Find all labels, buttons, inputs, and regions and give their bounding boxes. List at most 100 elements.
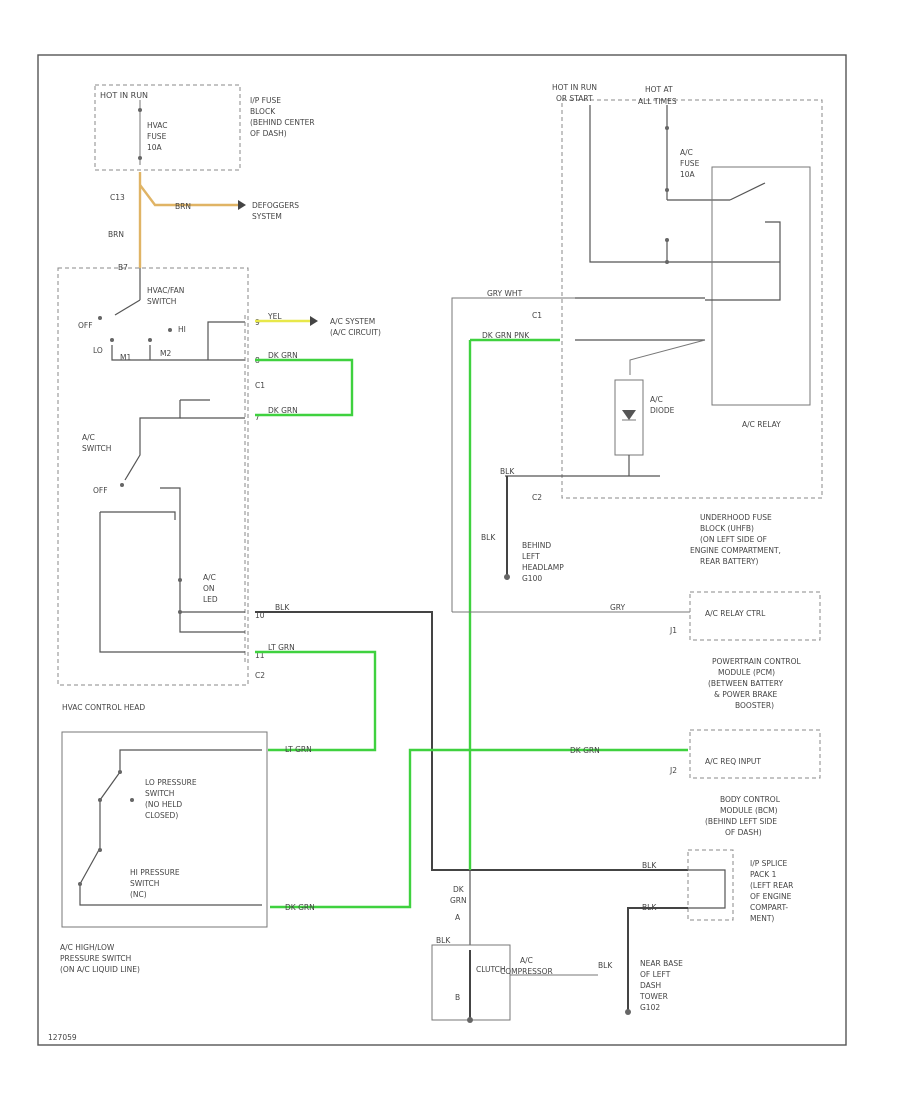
svg-text:NEAR BASE: NEAR BASE <box>640 959 683 968</box>
svg-text:BLK: BLK <box>642 861 657 870</box>
underhood-fuse-block: HOT IN RUN OR START HOT AT ALL TIMES A/C… <box>451 83 823 870</box>
dkgrn-jumper: DK GRN DK GRN <box>255 351 354 417</box>
svg-text:SWITCH: SWITCH <box>145 789 174 798</box>
svg-text:B: B <box>455 993 460 1002</box>
svg-text:BODY CONTROL: BODY CONTROL <box>720 795 781 804</box>
svg-text:HOT IN RUN: HOT IN RUN <box>100 91 148 100</box>
svg-text:BLOCK: BLOCK <box>250 107 276 116</box>
svg-text:REAR BATTERY): REAR BATTERY) <box>700 557 758 566</box>
ltgrn-wire: LT GRN <box>255 643 377 752</box>
svg-text:10A: 10A <box>680 170 696 179</box>
svg-text:CLUTCH: CLUTCH <box>476 965 506 974</box>
svg-text:HI PRESSURE: HI PRESSURE <box>130 868 180 877</box>
svg-text:I/P FUSE: I/P FUSE <box>250 96 281 105</box>
svg-text:(A/C CIRCUIT): (A/C CIRCUIT) <box>330 328 381 337</box>
svg-text:LED: LED <box>203 595 218 604</box>
svg-text:G100: G100 <box>522 574 542 583</box>
bcm: DK GRN J2 A/C REQ INPUT BODY CONTROL MOD… <box>570 729 821 837</box>
svg-text:C13: C13 <box>110 193 125 202</box>
svg-text:J2: J2 <box>669 766 677 775</box>
svg-text:BLK: BLK <box>500 467 515 476</box>
svg-text:ALL TIMES: ALL TIMES <box>638 97 677 106</box>
svg-text:OF DASH): OF DASH) <box>725 828 762 837</box>
svg-text:PACK 1: PACK 1 <box>750 870 777 879</box>
svg-text:BLK: BLK <box>275 603 290 612</box>
svg-text:A/C: A/C <box>680 148 693 157</box>
svg-text:A/C RELAY: A/C RELAY <box>742 420 781 429</box>
figure-id: 127059 <box>48 1033 77 1042</box>
svg-text:LO PRESSURE: LO PRESSURE <box>145 778 197 787</box>
splice-pack: BLK BLK I/P SPLICE PACK 1 (LEFT REAR OF … <box>625 849 793 1015</box>
svg-text:HEADLAMP: HEADLAMP <box>522 563 564 572</box>
svg-text:FUSE: FUSE <box>147 132 167 141</box>
svg-text:BLK: BLK <box>598 961 613 970</box>
svg-text:A: A <box>455 913 461 922</box>
svg-text:C2: C2 <box>255 671 265 680</box>
svg-text:TOWER: TOWER <box>639 992 668 1001</box>
svg-text:OFF: OFF <box>93 486 108 495</box>
svg-text:HVAC/FAN: HVAC/FAN <box>147 286 184 295</box>
svg-text:HOT IN RUN: HOT IN RUN <box>552 83 597 92</box>
svg-text:11: 11 <box>255 651 265 660</box>
svg-text:(NO HELD: (NO HELD <box>145 800 182 809</box>
svg-text:LT GRN: LT GRN <box>268 643 295 652</box>
svg-text:DK GRN: DK GRN <box>285 903 315 912</box>
svg-text:SYSTEM: SYSTEM <box>252 212 282 221</box>
svg-text:PRESSURE SWITCH: PRESSURE SWITCH <box>60 954 131 963</box>
svg-text:OFF: OFF <box>78 321 93 330</box>
svg-text:COMPART-: COMPART- <box>750 903 788 912</box>
svg-text:ON: ON <box>203 584 215 593</box>
svg-text:I/P SPLICE: I/P SPLICE <box>750 859 788 868</box>
diagram-frame <box>37 54 847 1046</box>
svg-text:(ON A/C LIQUID LINE): (ON A/C LIQUID LINE) <box>60 965 140 974</box>
svg-text:GRN: GRN <box>450 896 467 905</box>
ac-compressor: DK GRN A BLK CLUTCH A/C COMPRESSOR BLK B <box>431 870 613 1023</box>
svg-text:YEL: YEL <box>267 312 282 321</box>
svg-text:HVAC CONTROL HEAD: HVAC CONTROL HEAD <box>62 703 145 712</box>
svg-text:10A: 10A <box>147 143 163 152</box>
yel-wire: YEL A/C SYSTEM (A/C CIRCUIT) <box>255 312 381 337</box>
svg-text:A/C: A/C <box>203 573 216 582</box>
svg-text:LO: LO <box>93 346 103 355</box>
svg-text:10: 10 <box>255 611 265 620</box>
svg-text:LEFT: LEFT <box>522 552 540 561</box>
svg-text:MODULE (BCM): MODULE (BCM) <box>720 806 778 815</box>
svg-text:HVAC: HVAC <box>147 121 168 130</box>
svg-text:DK GRN: DK GRN <box>268 406 298 415</box>
svg-text:C1: C1 <box>255 381 265 390</box>
svg-text:DK: DK <box>453 885 465 894</box>
svg-text:A/C: A/C <box>82 433 95 442</box>
defogger-branch: C13 BRN BRN DEFOGGERS SYSTEM <box>108 172 299 268</box>
svg-text:BRN: BRN <box>108 230 124 239</box>
svg-text:SWITCH: SWITCH <box>147 297 176 306</box>
svg-text:POWERTRAIN CONTROL: POWERTRAIN CONTROL <box>712 657 802 666</box>
svg-text:(BETWEEN BATTERY: (BETWEEN BATTERY <box>708 679 783 688</box>
svg-text:GRY: GRY <box>610 603 626 612</box>
svg-text:A/C RELAY CTRL: A/C RELAY CTRL <box>705 609 766 618</box>
svg-text:BLOCK (UHFB): BLOCK (UHFB) <box>700 524 754 533</box>
svg-text:BLK: BLK <box>436 936 451 945</box>
svg-text:DEFOGGERS: DEFOGGERS <box>252 201 299 210</box>
svg-text:BOOSTER): BOOSTER) <box>735 701 774 710</box>
svg-text:HOT AT: HOT AT <box>645 85 673 94</box>
svg-text:MODULE (PCM): MODULE (PCM) <box>718 668 775 677</box>
svg-text:A/C HIGH/LOW: A/C HIGH/LOW <box>60 943 115 952</box>
svg-text:(ON LEFT SIDE OF: (ON LEFT SIDE OF <box>700 535 767 544</box>
svg-text:GRY WHT: GRY WHT <box>487 289 523 298</box>
svg-text:& POWER BRAKE: & POWER BRAKE <box>714 690 778 699</box>
svg-text:A/C: A/C <box>520 956 533 965</box>
svg-text:(BEHIND LEFT SIDE: (BEHIND LEFT SIDE <box>705 817 777 826</box>
svg-text:J1: J1 <box>669 626 677 635</box>
svg-text:BRN: BRN <box>175 202 191 211</box>
svg-text:DASH: DASH <box>640 981 661 990</box>
svg-text:C2: C2 <box>532 493 542 502</box>
svg-text:COMPRESSOR: COMPRESSOR <box>500 967 553 976</box>
svg-text:MENT): MENT) <box>750 914 774 923</box>
svg-text:SWITCH: SWITCH <box>82 444 111 453</box>
svg-text:HI: HI <box>178 325 186 334</box>
svg-text:A/C REQ INPUT: A/C REQ INPUT <box>705 757 761 766</box>
svg-text:M2: M2 <box>160 349 171 358</box>
svg-text:BEHIND: BEHIND <box>522 541 551 550</box>
svg-text:7: 7 <box>255 413 260 422</box>
